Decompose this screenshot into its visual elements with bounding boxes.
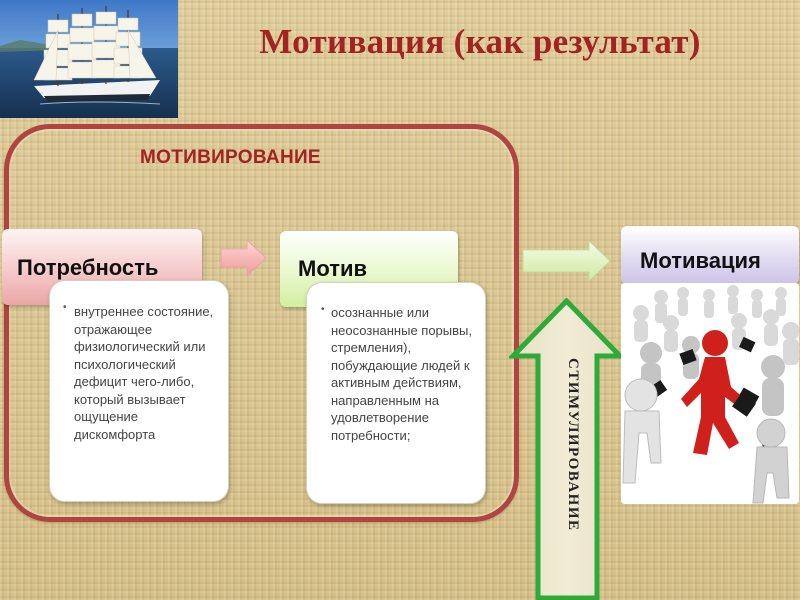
motivating-label: МОТИВИРОВАНИЕ bbox=[140, 147, 321, 168]
red-figure-leading-crowd-illustration bbox=[621, 283, 799, 504]
motivation-box bbox=[621, 226, 799, 284]
motive-title: Мотив bbox=[298, 256, 368, 281]
bullet-icon: • bbox=[321, 304, 325, 315]
need-description-card bbox=[49, 280, 229, 502]
stimulation-arrow-up-icon bbox=[509, 298, 624, 600]
bullet-icon: • bbox=[63, 302, 67, 313]
motivation-title: Мотивация bbox=[640, 248, 761, 273]
motive-description: осознанные или неосознанные порывы, стре… bbox=[331, 305, 472, 443]
arrow-right-icon bbox=[523, 240, 611, 282]
need-title: Потребность bbox=[17, 255, 159, 280]
arrow-right-icon bbox=[221, 239, 267, 277]
motive-description-card bbox=[306, 282, 486, 504]
need-description: внутреннее состояние, отражающее физиоло… bbox=[74, 304, 214, 442]
page-title: Мотивация (как результат) bbox=[259, 22, 701, 61]
sailing-ship-photo bbox=[0, 0, 178, 118]
stimulation-label: СТИМУЛИРОВАНИЕ bbox=[565, 358, 581, 532]
motivating-frame bbox=[4, 124, 519, 522]
